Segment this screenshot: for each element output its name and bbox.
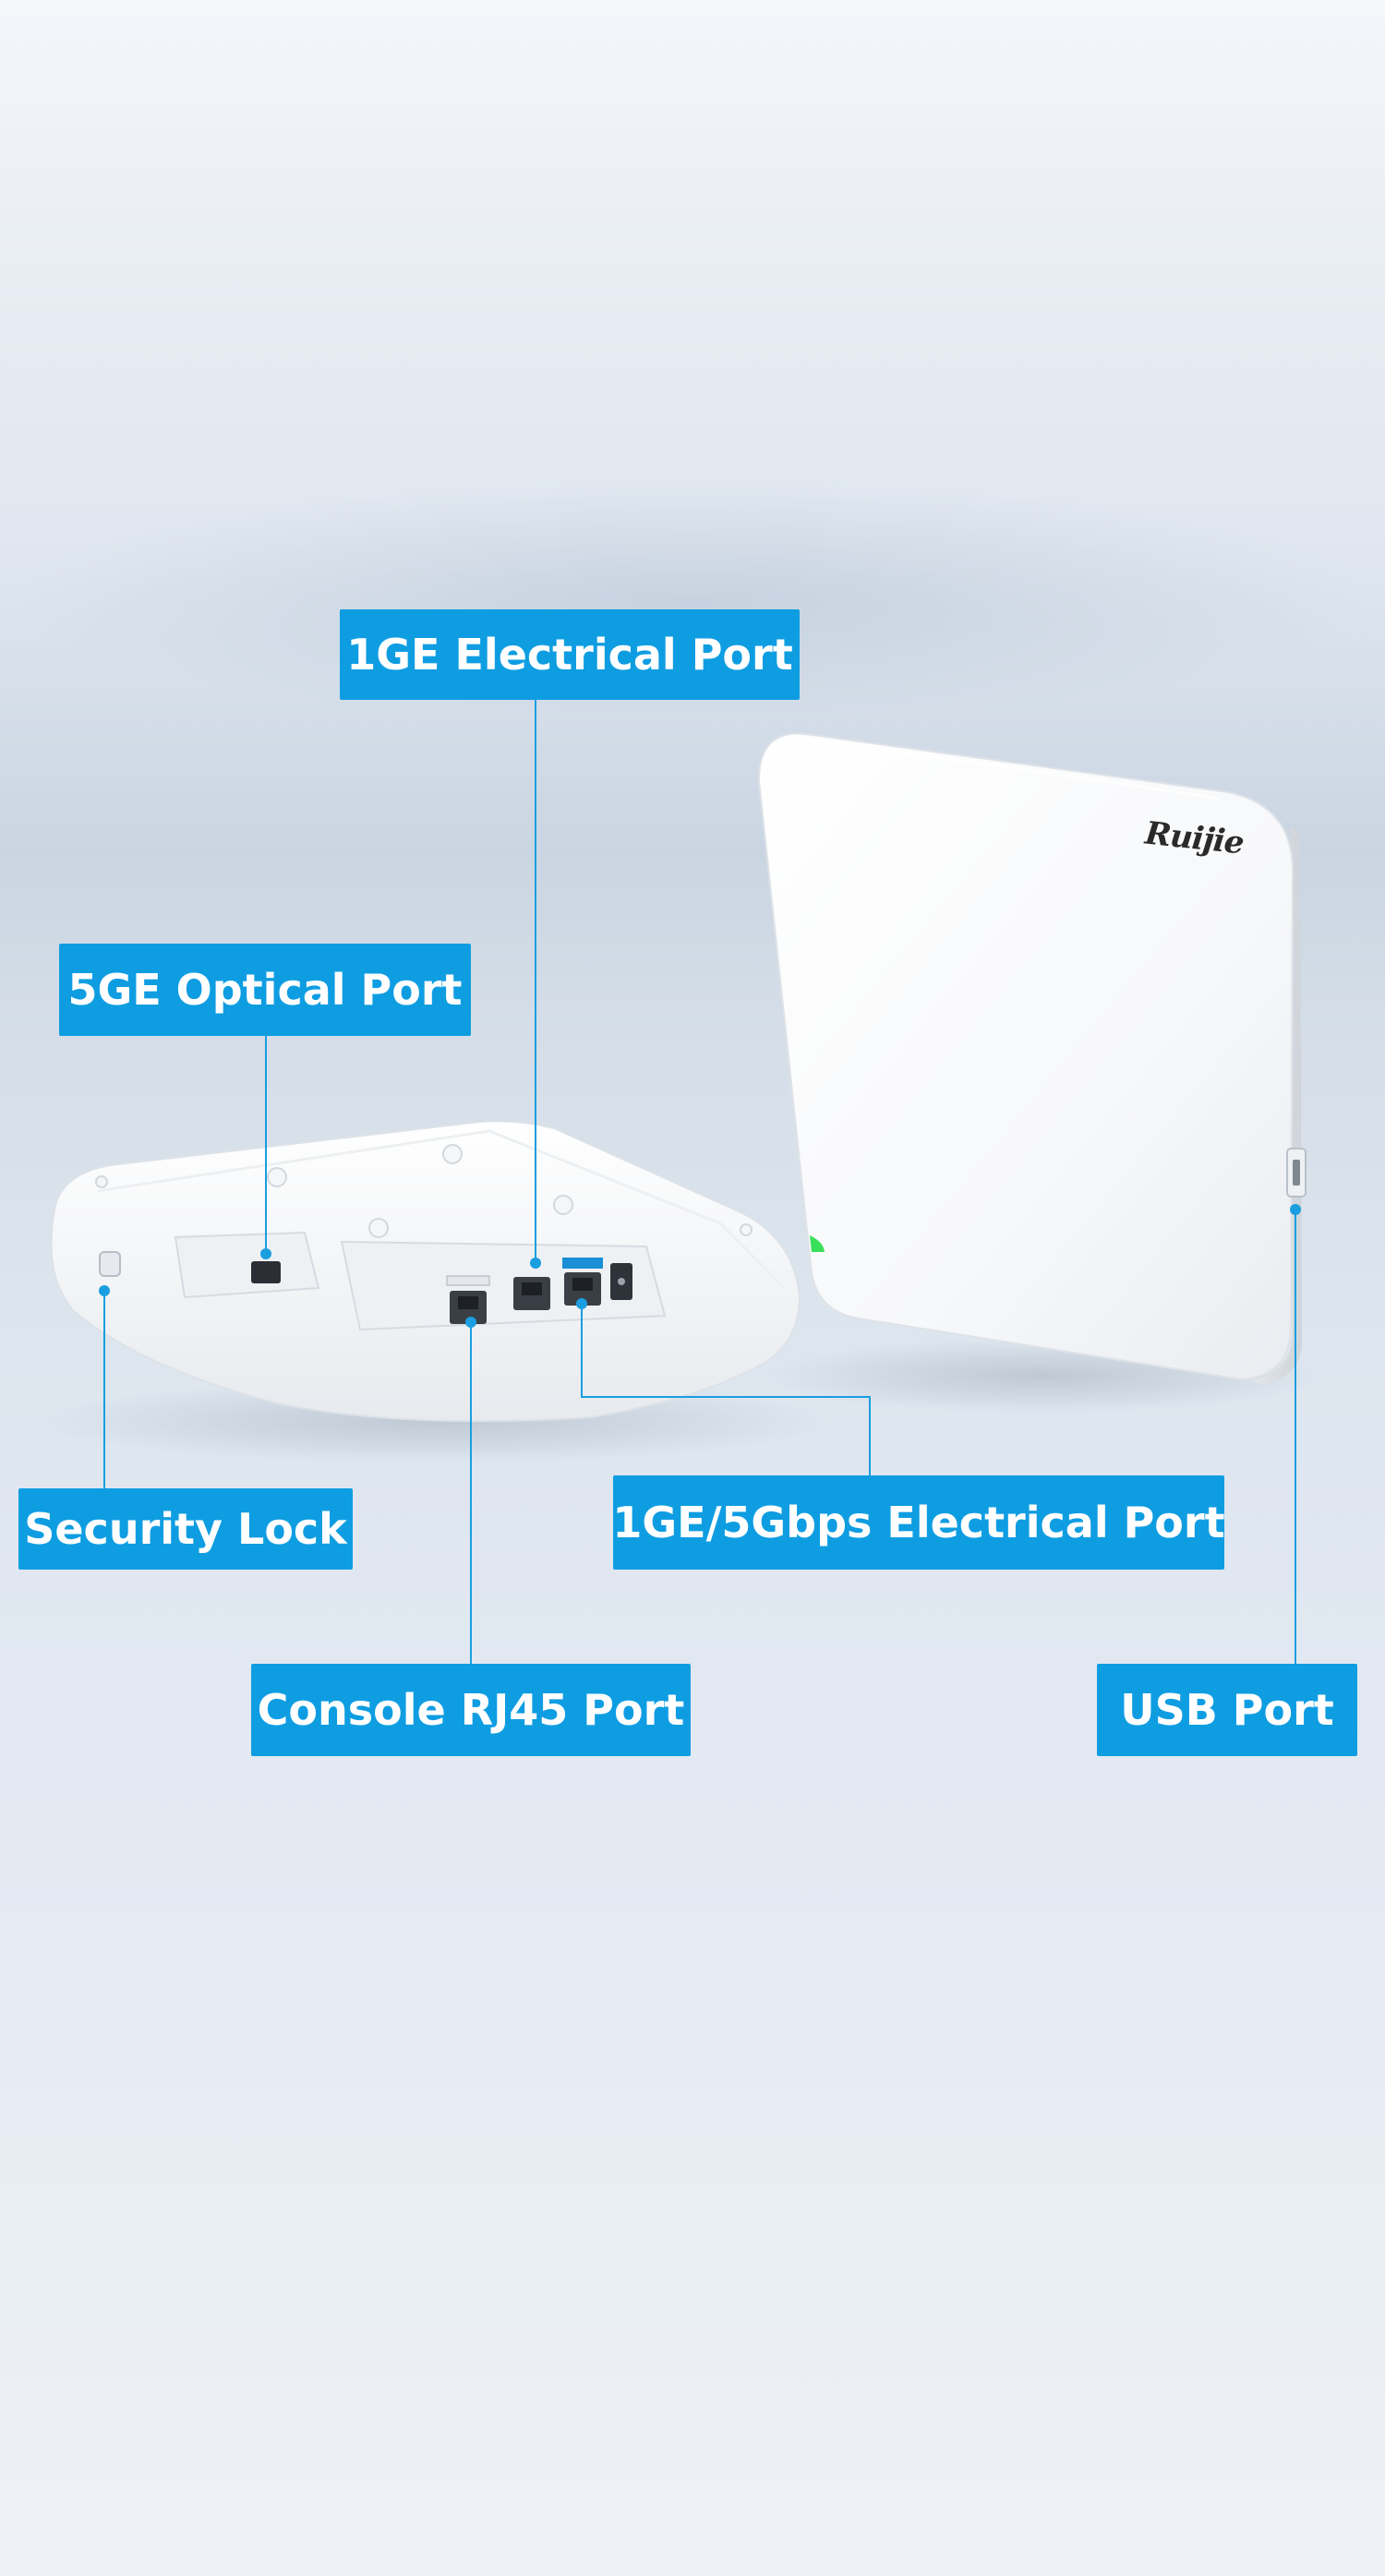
security-lock-slot [99, 1251, 121, 1277]
callout-5ge-optical-port: 5GE Optical Port [59, 944, 471, 1036]
optical-port-socket [251, 1261, 281, 1283]
callout-security-lock: Security Lock [18, 1488, 353, 1570]
callout-console-rj45-port: Console RJ45 Port [251, 1664, 691, 1756]
callout-1ge-5gbps-electrical-port: 1GE/5Gbps Electrical Port [612, 1475, 1225, 1570]
leader-lines [103, 700, 1296, 1664]
status-led [810, 1235, 825, 1252]
leader-dots [99, 1204, 1301, 1328]
callout-usb-port: USB Port [1097, 1664, 1357, 1756]
callout-1ge-electrical-port: 1GE Electrical Port [340, 609, 800, 700]
access-point-back [50, 1120, 801, 1423]
access-point-front [757, 732, 1307, 1385]
